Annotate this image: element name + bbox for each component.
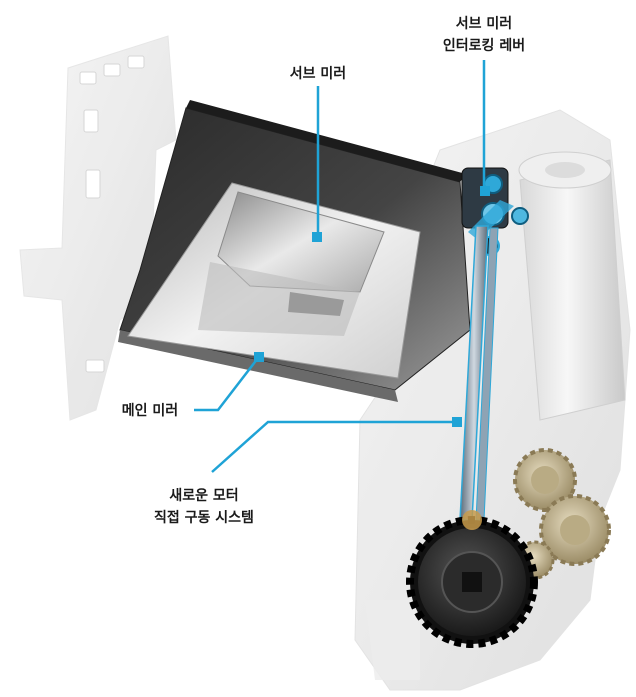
label-sub-mirror-lever-line2: 인터로킹 레버	[443, 37, 525, 54]
frame-slot	[79, 71, 97, 85]
marker-sub-mirror	[312, 232, 322, 242]
frame-slot	[85, 359, 105, 373]
marker-motor-system	[452, 417, 462, 427]
sub-mirror	[198, 191, 385, 336]
frame-slot	[103, 63, 121, 77]
label-main-mirror: 메인 미러	[122, 402, 178, 419]
marker-lever	[480, 186, 490, 196]
label-motor-system-line2: 직접 구동 시스템	[154, 509, 254, 526]
drive-shaft	[459, 225, 499, 521]
main-drive-gear	[406, 510, 538, 648]
callout-line-motor-system	[211, 420, 456, 473]
brass-gear-lower	[515, 494, 611, 580]
frame-slot	[83, 109, 99, 133]
marker-main-mirror	[254, 352, 264, 362]
label-motor-system-line1: 새로운 모터	[169, 488, 238, 504]
label-sub-mirror: 서브 미러	[290, 66, 346, 82]
callout-lines	[194, 60, 486, 473]
brass-gear-upper	[513, 448, 577, 512]
label-sub-mirror-lever-line1: 서브 미러	[456, 16, 512, 32]
callout-line-main-mirror	[194, 357, 259, 412]
motor-cylinder	[518, 151, 626, 421]
frame-slot	[127, 55, 145, 69]
callout-markers	[254, 186, 490, 427]
left-chassis-frame	[19, 35, 177, 421]
frame-slot	[85, 169, 101, 199]
